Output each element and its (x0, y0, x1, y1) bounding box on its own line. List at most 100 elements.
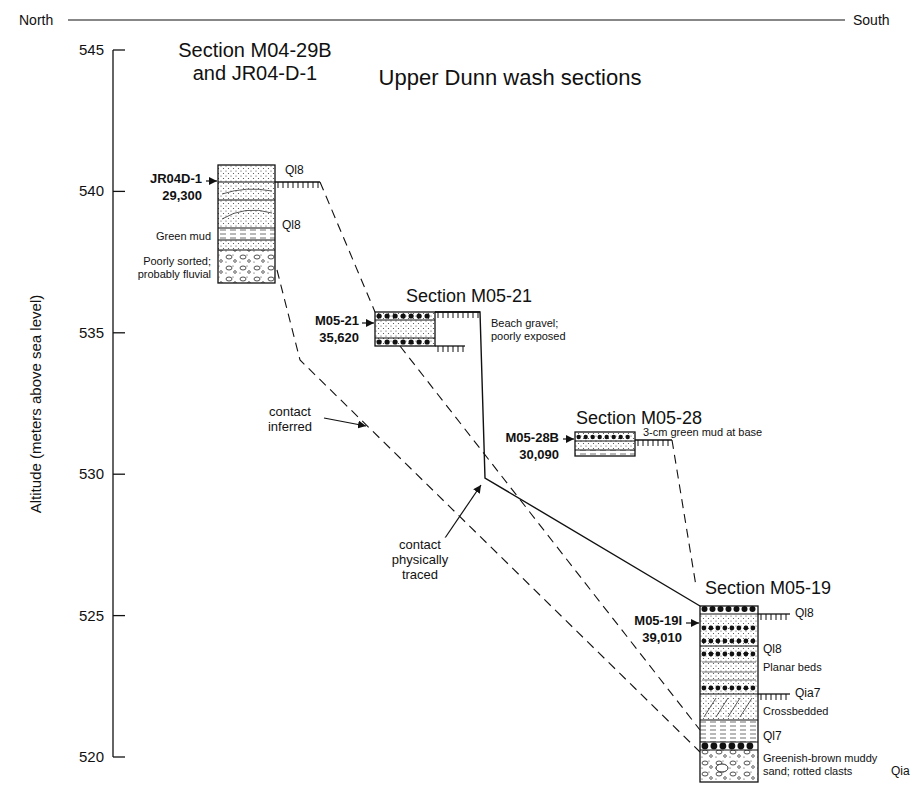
gravel-clast (751, 652, 756, 657)
sediment-band-ground (575, 450, 635, 456)
planar-lamina (702, 680, 756, 681)
sample-arrow (206, 180, 217, 181)
gravel-clast (730, 652, 735, 657)
axis-tick (113, 191, 125, 192)
section-heading: Section M04-29B and JR04-D-1 (167, 39, 344, 85)
contact-tick (478, 312, 479, 318)
gravel-clast (385, 313, 390, 318)
contact-tick (468, 312, 469, 318)
sediment-band (375, 312, 435, 346)
gravel-clast (605, 435, 609, 439)
crossbed-lamina (704, 698, 716, 717)
contact-symbol (758, 613, 790, 614)
sediment-band-ground (700, 742, 758, 750)
gravel-clast (702, 626, 707, 631)
gravel-clast (702, 639, 707, 644)
contact-tick (771, 614, 772, 620)
gravel-clast (723, 639, 728, 644)
unit-label: Ql8 (284, 164, 305, 178)
contact-tick (663, 440, 664, 446)
sediment-band (218, 200, 275, 228)
gravel-clast (751, 686, 756, 691)
section-column (218, 165, 275, 283)
gravel-clast (734, 606, 740, 612)
gravel-clast (393, 313, 398, 318)
contact-tick (781, 614, 782, 620)
sediment-band-ground (218, 182, 275, 200)
sediment-band-ground (218, 250, 275, 283)
axis-tick (113, 474, 125, 475)
gravel-clast (750, 606, 756, 612)
contact-tick (303, 182, 304, 188)
sediment-band-ground (218, 228, 275, 240)
contact-tick (643, 440, 644, 446)
contact-tick (288, 182, 289, 188)
gravel-clast (744, 639, 749, 644)
contact-tick (776, 614, 777, 620)
sample-arrow (362, 322, 374, 323)
sediment-band-ground (375, 312, 435, 346)
gravel-clast (377, 313, 382, 318)
axis-tick (113, 756, 125, 757)
gravel-clast (723, 686, 728, 691)
contact-tick (463, 312, 464, 318)
contact-tick (308, 182, 309, 188)
unit-label: Ql7 (762, 730, 783, 744)
gravel-clast (393, 339, 398, 344)
contact-symbol (435, 345, 465, 346)
unit-label: Ql8 (281, 219, 302, 233)
contact-symbol (758, 693, 790, 694)
gravel-clast (716, 652, 721, 657)
gravel-clast (626, 435, 630, 439)
gravel-clast (425, 339, 430, 344)
sediment-band-ground (575, 432, 635, 450)
unit-label: Qia7 (794, 687, 821, 701)
gravel-clast (730, 626, 735, 631)
axis-tick (113, 49, 125, 50)
callout-text: contact inferred (258, 405, 322, 435)
contact-tick (448, 346, 449, 352)
gravel-clast (730, 639, 735, 644)
bed-boundary (218, 200, 275, 201)
diagram-title: Upper Dunn wash sections (378, 65, 643, 90)
layer-note: Poorly sorted; probably fluvial (124, 255, 212, 280)
sediment-band-ground (700, 694, 758, 720)
gravel-clast (598, 435, 602, 439)
contact-tick (771, 694, 772, 700)
bed-boundary (700, 694, 758, 695)
direction-label: North (18, 12, 54, 28)
contact-tick (776, 694, 777, 700)
gravel-clast (751, 626, 756, 631)
axis-tick-label: 540 (78, 183, 105, 200)
contact-tick (781, 694, 782, 700)
contact-tick (453, 346, 454, 352)
gravel-clast (709, 639, 714, 644)
layer-note: Greenish-brown muddy sand; rotted clasts (762, 752, 888, 777)
contact-tick (318, 182, 319, 188)
gravel-clast (737, 626, 742, 631)
bed-boundary (218, 228, 275, 229)
contact-tick (448, 312, 449, 318)
gravel-clast (737, 652, 742, 657)
contact-tick (638, 440, 639, 446)
contact-tick (278, 182, 279, 188)
gravel-clast (723, 626, 728, 631)
gravel-clast (744, 652, 749, 657)
sediment-band (700, 720, 758, 742)
section-column (700, 606, 758, 782)
axis-tick-label: 530 (78, 466, 105, 483)
bed-boundary (700, 720, 758, 721)
sediment-band (700, 694, 758, 720)
gravel-clast (702, 686, 707, 691)
contact-tick (668, 440, 669, 446)
layer-note: Green mud (155, 230, 212, 243)
contact-tick (648, 440, 649, 446)
contact-tick (458, 312, 459, 318)
sediment-band (575, 450, 635, 456)
contact-tick (443, 346, 444, 352)
sample-id: M05-28B (505, 431, 560, 446)
gravel-clast (737, 686, 742, 691)
axis-tick-label: 525 (78, 607, 105, 624)
planar-lamina (702, 662, 756, 663)
gravel-clast (409, 339, 414, 344)
